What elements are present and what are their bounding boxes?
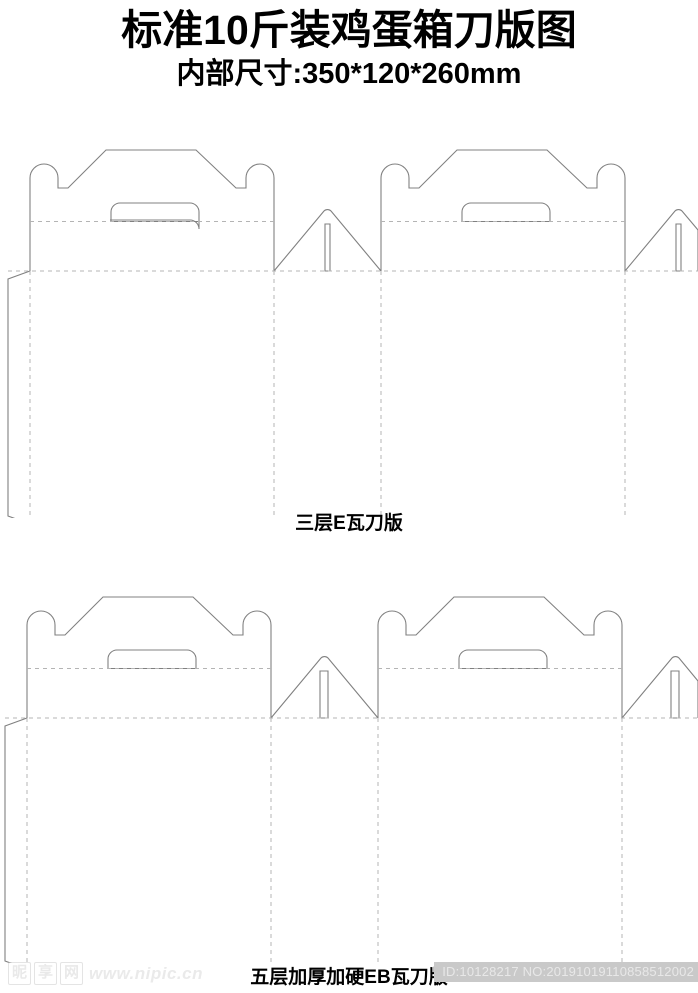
gusset-triangle-right-2 (621, 656, 698, 719)
title-block: 标准10斤装鸡蛋箱刀版图 内部尺寸:350*120*260mm (0, 0, 698, 93)
gusset-slot-center (324, 223, 331, 272)
caption-five-layer: 五层加厚加硬EB瓦刀版 (250, 967, 448, 988)
panel-left-outline-2 (26, 596, 272, 655)
gusset-triangle-center-2 (270, 656, 379, 719)
fold-lines-group-2 (5, 668, 698, 970)
gusset-slot-center-2 (319, 670, 329, 719)
dieline-diagram-five-layer (0, 573, 698, 993)
dieline-svg-2 (4, 596, 698, 993)
dimension-subtitle: 内部尺寸:350*120*260mm (176, 58, 522, 90)
handle-cutout-left-shape-2 (107, 649, 197, 670)
gusset-slot-right-2 (670, 670, 680, 719)
handle-cutout-left-shape (110, 202, 200, 223)
gusset-slot-right (675, 223, 682, 272)
panel-right-outline (380, 149, 626, 208)
panel-right-outline-2 (377, 596, 623, 655)
panel-left-outline (29, 149, 275, 208)
caption-three-layer: 三层E瓦刀版 (295, 513, 403, 534)
dieline-svg-1 (0, 128, 698, 629)
glue-flap-left-2 (4, 717, 28, 970)
fold-lines-group-1 (8, 221, 698, 525)
dieline-diagram-three-layer (0, 128, 698, 629)
glue-flap-left (7, 270, 31, 525)
cut-lines-group-1 (0, 128, 698, 629)
handle-cutout-right-shape (461, 202, 551, 223)
cut-lines-group-2 (4, 596, 698, 993)
gusset-triangle-center (273, 209, 382, 272)
page-title: 标准10斤装鸡蛋箱刀版图 (121, 7, 577, 53)
gusset-triangle-right (624, 209, 698, 272)
handle-cutout-right-shape-2 (458, 649, 548, 670)
